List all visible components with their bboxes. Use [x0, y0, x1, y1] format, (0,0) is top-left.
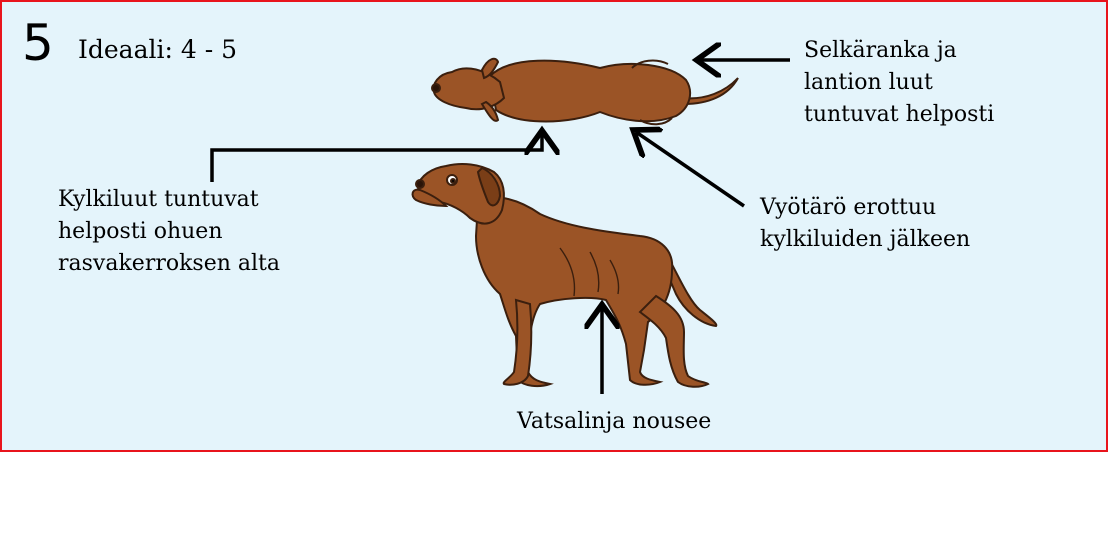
waist-label: Vyötärö erottuu kylkiluiden jälkeen [760, 192, 970, 256]
spine-label: Selkäranka ja lantion luut tuntuvat help… [804, 35, 994, 131]
ribs-label-line: helposti ohuen [58, 216, 280, 248]
dog-top-view [432, 59, 738, 125]
dog-side-nose [416, 180, 424, 188]
belly-label: Vatsalinja nousee [517, 406, 711, 438]
dog-top-nose [432, 84, 440, 92]
dog-top-tail [684, 78, 738, 104]
spine-label-line: tuntuvat helposti [804, 99, 994, 131]
waist-label-line: Vyötärö erottuu [760, 192, 970, 224]
waist-label-line: kylkiluiden jälkeen [760, 224, 970, 256]
ribs-label-line: rasvakerroksen alta [58, 248, 280, 280]
waist-arrow [636, 132, 744, 206]
dog-top-body [490, 61, 690, 122]
dog-side-pupil [451, 179, 455, 183]
ribs-label-line: Kylkiluut tuntuvat [58, 184, 280, 216]
spine-label-line: Selkäranka ja [804, 35, 994, 67]
spine-label-line: lantion luut [804, 67, 994, 99]
ribs-label: Kylkiluut tuntuvat helposti ohuen rasvak… [58, 184, 280, 280]
dog-side-view [413, 164, 717, 387]
